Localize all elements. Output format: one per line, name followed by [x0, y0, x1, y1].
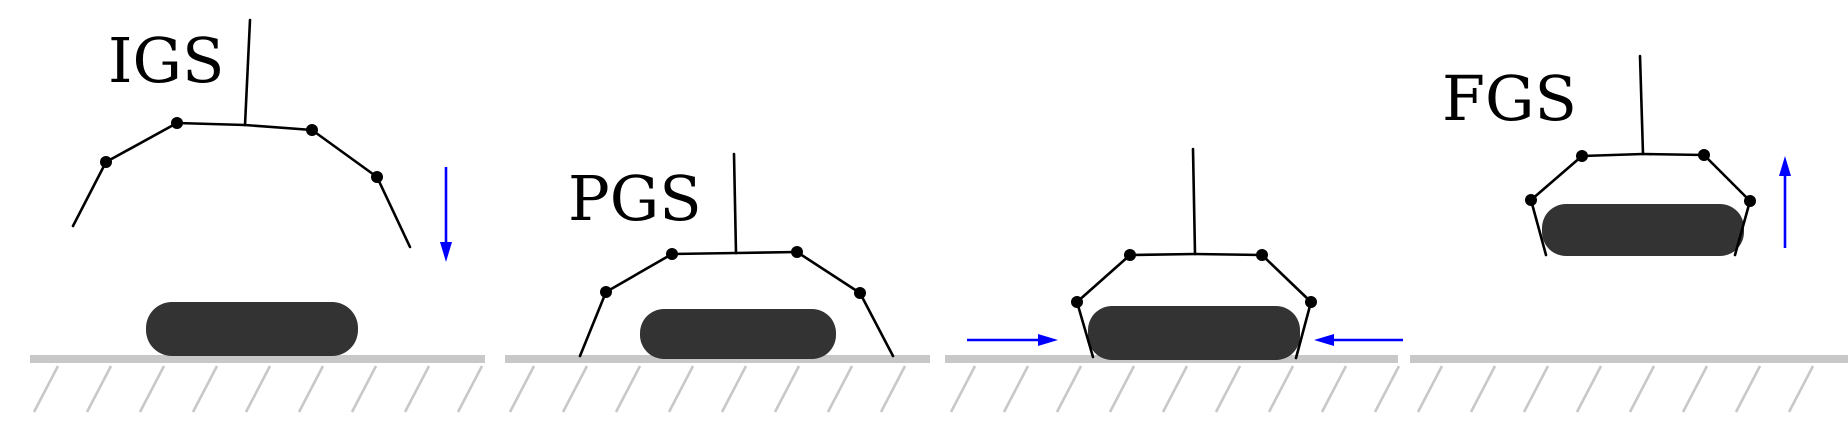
gripper-stem	[732, 152, 738, 255]
gripper-joint	[171, 117, 183, 129]
up-arrow	[1779, 156, 1791, 248]
down-arrow	[440, 167, 452, 262]
gripper-joint	[1744, 195, 1756, 207]
stage-fgs: FGS	[1410, 54, 1848, 413]
stage-label-fgs: FGS	[1442, 62, 1577, 135]
grasp-object	[1542, 204, 1744, 256]
ground-hatching	[1416, 365, 1815, 413]
gripper-joint	[100, 156, 112, 168]
gripper-joint	[1305, 296, 1317, 308]
stage-igs: IGS	[30, 18, 485, 413]
gripper-right-finger	[243, 123, 412, 249]
gripper-joint	[854, 287, 866, 299]
ground-hatching	[508, 365, 907, 413]
stage-pgs: PGS	[505, 152, 930, 413]
ground-hatching	[32, 365, 484, 413]
ground-segment	[30, 355, 485, 413]
gripper-joint	[371, 171, 383, 183]
gripper-joint	[306, 124, 318, 136]
gripper-stem	[1638, 54, 1645, 156]
grasp-object	[146, 302, 358, 356]
gripper-joint	[1576, 150, 1588, 162]
gripper-left-finger	[1529, 152, 1645, 257]
gripper-right-finger	[1193, 252, 1313, 360]
left-arrow	[1314, 334, 1403, 346]
gripper-joint	[791, 246, 803, 258]
gripper	[71, 18, 412, 249]
gripper-left-finger	[578, 251, 738, 358]
stage-label-igs: IGS	[108, 24, 225, 97]
gripper	[1525, 54, 1756, 257]
gripper-joint	[1698, 149, 1710, 161]
gripper-left-finger	[1075, 252, 1197, 359]
ground-hatching	[949, 365, 1401, 413]
ground-segment	[945, 355, 1401, 413]
gripper-stem	[243, 18, 252, 127]
stage-label-pgs: PGS	[568, 162, 702, 235]
gripper	[578, 152, 895, 358]
gripper-joint	[666, 248, 678, 260]
grasp-object	[640, 309, 836, 359]
gripper-joint	[1525, 194, 1537, 206]
gripper-joint	[600, 286, 612, 298]
grasp-object	[1088, 306, 1300, 360]
gripper-left-finger	[71, 121, 247, 228]
gripper-stem	[1191, 147, 1197, 256]
gripper-right-finger	[734, 250, 895, 358]
ground-segment	[1410, 355, 1848, 413]
gripper-right-finger	[1641, 152, 1752, 257]
gripper	[1071, 147, 1317, 360]
right-arrow	[967, 334, 1058, 346]
gripper-joint	[1256, 249, 1268, 261]
ground-segment	[505, 355, 930, 413]
gripper-joint	[1124, 249, 1136, 261]
gripper-joint	[1071, 296, 1083, 308]
stage-squeeze	[945, 147, 1403, 413]
